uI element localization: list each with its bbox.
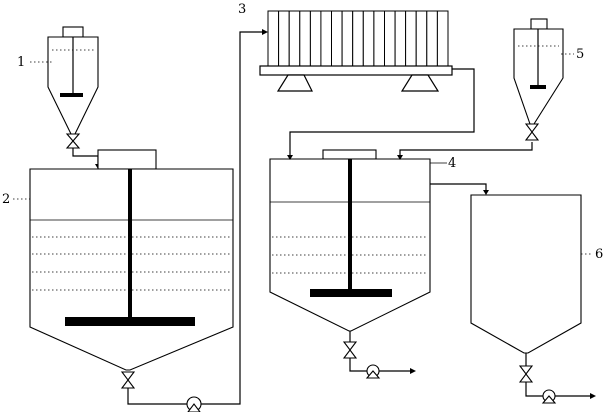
filter-press-3 xyxy=(259,10,453,92)
pipe-tank1-to-tank2 xyxy=(72,148,99,164)
filter-plate xyxy=(267,10,280,67)
filter-plate xyxy=(373,10,385,67)
label-6: 6 xyxy=(595,247,603,262)
filter-plate xyxy=(278,10,290,67)
pipe-tank4-outlet xyxy=(349,358,410,372)
filter-plate xyxy=(309,10,322,67)
filter-plate xyxy=(341,10,354,67)
valve-5 xyxy=(524,123,540,141)
pipe-tank2-to-press xyxy=(127,31,262,405)
filter-plate xyxy=(299,10,311,67)
valve-2 xyxy=(120,371,136,389)
filter-plate xyxy=(320,10,332,67)
label-2: 2 xyxy=(2,192,10,207)
pump-3 xyxy=(541,389,557,404)
filter-plate xyxy=(288,10,301,67)
valve-1 xyxy=(65,133,81,149)
pump-2 xyxy=(365,364,381,379)
pipe-tank4-to-tank6 xyxy=(430,183,487,190)
pipe-tank5-to-tank4 xyxy=(399,142,533,155)
filter-plate xyxy=(362,10,375,67)
filter-plate xyxy=(394,10,407,67)
pipe-tank6-outlet xyxy=(525,382,590,397)
filter-plate xyxy=(436,10,449,67)
filter-plate xyxy=(384,10,396,67)
pump-1 xyxy=(186,396,202,412)
valve-6 xyxy=(518,365,534,383)
mixing-tank-2 xyxy=(29,149,234,371)
settling-tank-4 xyxy=(269,149,431,332)
filter-plate xyxy=(415,10,428,67)
label-5: 5 xyxy=(576,47,584,62)
label-3: 3 xyxy=(238,2,246,17)
valve-4 xyxy=(342,341,358,359)
pipe-press-to-tank4 xyxy=(289,68,475,155)
filter-plate xyxy=(331,10,343,67)
filter-plate xyxy=(426,10,438,67)
press-foot-right xyxy=(400,74,440,92)
dosing-tank-5 xyxy=(513,18,564,125)
label-1: 1 xyxy=(17,55,25,70)
press-foot-left xyxy=(276,74,313,92)
filter-plate xyxy=(405,10,417,67)
press-base-beam xyxy=(259,65,453,76)
storage-tank-6 xyxy=(470,194,582,354)
label-4: 4 xyxy=(448,156,456,171)
dosing-tank-1 xyxy=(47,26,99,135)
filter-plate xyxy=(352,10,364,67)
